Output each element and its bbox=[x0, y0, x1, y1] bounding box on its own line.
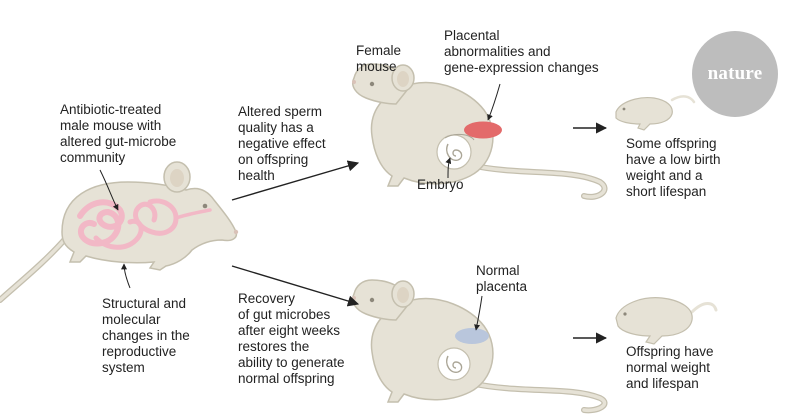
label-offspring-low: Some offspring have a low birth weight a… bbox=[626, 136, 721, 199]
nature-logo-text: nature bbox=[707, 63, 763, 84]
label-antibiotic-mouse: Antibiotic-treated male mouse with alter… bbox=[60, 102, 177, 165]
nature-logo: nature bbox=[692, 31, 778, 117]
label-structural-changes: Structural and molecular changes in the … bbox=[102, 296, 190, 375]
label-female-mouse: Female mouse bbox=[356, 43, 402, 74]
label-embryo: Embryo bbox=[417, 177, 464, 192]
leader-gut bbox=[99, 169, 119, 211]
label-placental-abnormalities: Placental abnormalities and gene-express… bbox=[444, 28, 599, 75]
leader-placenta-normal bbox=[474, 295, 483, 331]
arrow-to-female-bottom bbox=[231, 265, 360, 307]
label-offspring-normal: Offspring have normal weight and lifespa… bbox=[626, 344, 714, 391]
female-mouse-bottom-illustration bbox=[352, 279, 608, 414]
gut-illustration bbox=[77, 198, 212, 250]
leader-embryo bbox=[445, 157, 452, 179]
label-altered-sperm: Altered sperm quality has a negative eff… bbox=[238, 104, 326, 183]
female-mouse-top-illustration bbox=[352, 63, 608, 200]
leader-reproductive bbox=[121, 263, 131, 289]
label-recovery: Recovery of gut microbes after eight wee… bbox=[238, 291, 345, 386]
offspring-top-illustration bbox=[615, 95, 696, 131]
label-normal-placenta: Normal placenta bbox=[476, 263, 528, 294]
arrow-to-female-top bbox=[231, 160, 360, 201]
offspring-bottom-illustration bbox=[615, 297, 718, 345]
leader-placenta-abnormal bbox=[487, 83, 501, 121]
